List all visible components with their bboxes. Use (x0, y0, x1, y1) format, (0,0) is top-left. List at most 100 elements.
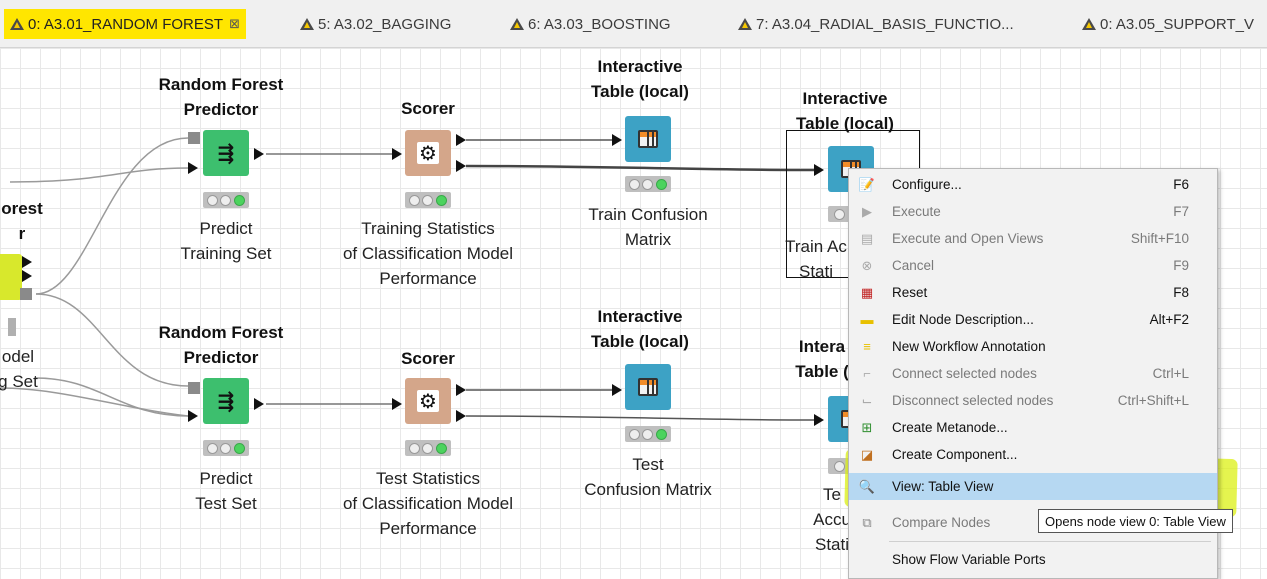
tab-label: 0: A3.01_RANDOM FOREST (28, 15, 224, 33)
predictor-model-in-port[interactable] (188, 132, 200, 144)
scorer-node-top[interactable]: ⚙ (405, 130, 451, 176)
menu-item-view-table-view[interactable]: 🔍 View: Table View (849, 473, 1217, 500)
table-icon (638, 130, 658, 148)
warning-icon (300, 18, 314, 30)
desc-line: Stati (798, 262, 834, 281)
desc-line: Matrix (624, 230, 672, 249)
predictor-status-lights (203, 192, 249, 208)
table-top-right-description: Train Ac Stati (785, 234, 847, 284)
menu-item-label: Execute (892, 204, 941, 219)
menu-item-configure[interactable]: 📝 Configure... F6 (849, 171, 1217, 198)
predictor-out-port[interactable] (254, 148, 264, 160)
menu-item-reset[interactable]: ▦ Reset F8 (849, 279, 1217, 306)
desc-line: Training Set (180, 244, 272, 263)
menu-item-compare-nodes[interactable]: ⧉ Compare Nodes (849, 509, 1217, 536)
table-in-port[interactable] (612, 384, 622, 396)
menu-item-new-workflow-annotation[interactable]: ≡ New Workflow Annotation (849, 333, 1217, 360)
menu-item-edit-node-description[interactable]: ▬ Edit Node Description... Alt+F2 (849, 306, 1217, 333)
learner-title-line: r (18, 224, 26, 243)
menu-item-shortcut: Alt+F2 (1149, 312, 1189, 327)
menu-item-show-flow-variable-ports[interactable]: Show Flow Variable Ports (849, 546, 1217, 573)
predictor-out-port[interactable] (254, 398, 264, 410)
table-top-description: Train Confusion Matrix (588, 202, 707, 252)
metanode-icon: ⊞ (861, 419, 873, 435)
tab-boosting[interactable]: 6: A3.03_BOOSTING (504, 9, 677, 39)
interactive-table-node-bottom[interactable] (625, 364, 671, 410)
desc-line: Training Statistics (361, 219, 495, 238)
scorer-icon: ⚙ (417, 142, 439, 165)
desc-line: Train Ac (785, 237, 847, 256)
table-status-lights (625, 176, 671, 192)
table-in-port[interactable] (814, 164, 824, 176)
title-line: Interactive (802, 89, 888, 108)
table-bottom-description: Test Confusion Matrix (584, 452, 712, 502)
desc-line: Stati (814, 535, 850, 554)
predictor-model-in-port[interactable] (188, 382, 200, 394)
desc-line: Test (632, 455, 664, 474)
tab-label: 7: A3.04_RADIAL_BASIS_FUNCTIO... (756, 15, 1014, 33)
tab-bagging[interactable]: 5: A3.02_BAGGING (294, 9, 457, 39)
close-tab-icon[interactable]: ⊠ (229, 16, 240, 31)
table-in-port[interactable] (814, 414, 824, 426)
learner-output-port[interactable] (22, 270, 32, 282)
learner-output-port[interactable] (22, 256, 32, 268)
table-top-right-title: Interactive Table (local) (796, 86, 894, 136)
scorer-bottom-description: Test Statistics of Classification Model … (343, 466, 513, 541)
scorer-node-bottom[interactable]: ⚙ (405, 378, 451, 424)
tab-support-vector[interactable]: 0: A3.05_SUPPORT_V (1076, 9, 1260, 39)
table-in-port[interactable] (612, 134, 622, 146)
execute-icon: ▶ (862, 203, 872, 219)
desc-line: Performance (379, 269, 477, 288)
menu-item-label: Reset (892, 285, 928, 300)
menu-item-shortcut: Ctrl+Shift+L (1117, 393, 1189, 408)
predictor-title-line: Predictor (183, 348, 259, 367)
predictor-title-line: Predictor (183, 100, 259, 119)
predictor-data-in-port[interactable] (188, 410, 198, 422)
random-forest-learner-node[interactable] (0, 254, 22, 300)
component-icon: ◪ (860, 446, 874, 462)
scorer-in-port[interactable] (392, 398, 402, 410)
configure-icon: 📝 (858, 176, 876, 192)
random-forest-predictor-node-bottom[interactable]: ⇶ (203, 378, 249, 424)
predictor-data-in-port[interactable] (188, 162, 198, 174)
connection-wires (0, 137, 815, 421)
learner-title-line: orest (1, 199, 43, 218)
learner-node-title: orest r (1, 196, 43, 246)
scorer-out-port[interactable] (456, 134, 466, 146)
table-status-lights (625, 426, 671, 442)
menu-item-label: View: Table View (892, 479, 994, 494)
tab-radial-basis-function[interactable]: 7: A3.04_RADIAL_BASIS_FUNCTIO... (732, 9, 1020, 39)
menu-item-connect-selected-nodes[interactable]: ⌐ Connect selected nodes Ctrl+L (849, 360, 1217, 387)
menu-item-create-component[interactable]: ◪ Create Component... (849, 441, 1217, 468)
desc-line: Test Set (195, 494, 257, 513)
warning-icon (1082, 18, 1096, 30)
scorer-out-port[interactable] (456, 160, 466, 172)
scorer-in-port[interactable] (392, 148, 402, 160)
scorer-out-port[interactable] (456, 410, 466, 422)
cancel-icon: ⊗ (861, 257, 873, 273)
menu-item-cancel[interactable]: ⊗ Cancel F9 (849, 252, 1217, 279)
warning-icon (738, 18, 752, 30)
desc-line: Train Confusion (588, 205, 708, 224)
menu-item-execute-open-views[interactable]: ▤ Execute and Open Views Shift+F10 (849, 225, 1217, 252)
tab-random-forest[interactable]: 0: A3.01_RANDOM FOREST ⊠ (4, 9, 246, 39)
menu-item-create-metanode[interactable]: ⊞ Create Metanode... (849, 414, 1217, 441)
predictor-icon: ⇶ (217, 142, 235, 165)
menu-item-label: Compare Nodes (892, 515, 991, 530)
menu-item-shortcut: F9 (1173, 258, 1189, 273)
menu-item-shortcut: F7 (1173, 204, 1189, 219)
connect-nodes-icon: ⌐ (863, 366, 871, 381)
scorer-out-port[interactable] (456, 384, 466, 396)
desc-line: Test Statistics (376, 469, 480, 488)
connection-wire (465, 164, 815, 172)
learner-model-port[interactable] (20, 288, 32, 300)
interactive-table-node-top[interactable] (625, 116, 671, 162)
menu-item-execute[interactable]: ▶ Execute F7 (849, 198, 1217, 225)
tab-label: 6: A3.03_BOOSTING (528, 15, 671, 33)
predictor-status-lights (203, 440, 249, 456)
random-forest-predictor-node-top[interactable]: ⇶ (203, 130, 249, 176)
warning-icon (10, 18, 24, 30)
menu-item-disconnect-selected-nodes[interactable]: ⌙ Disconnect selected nodes Ctrl+Shift+L (849, 387, 1217, 414)
learner-status-lights (8, 318, 16, 336)
predictor-title-line: Random Forest (158, 75, 284, 94)
